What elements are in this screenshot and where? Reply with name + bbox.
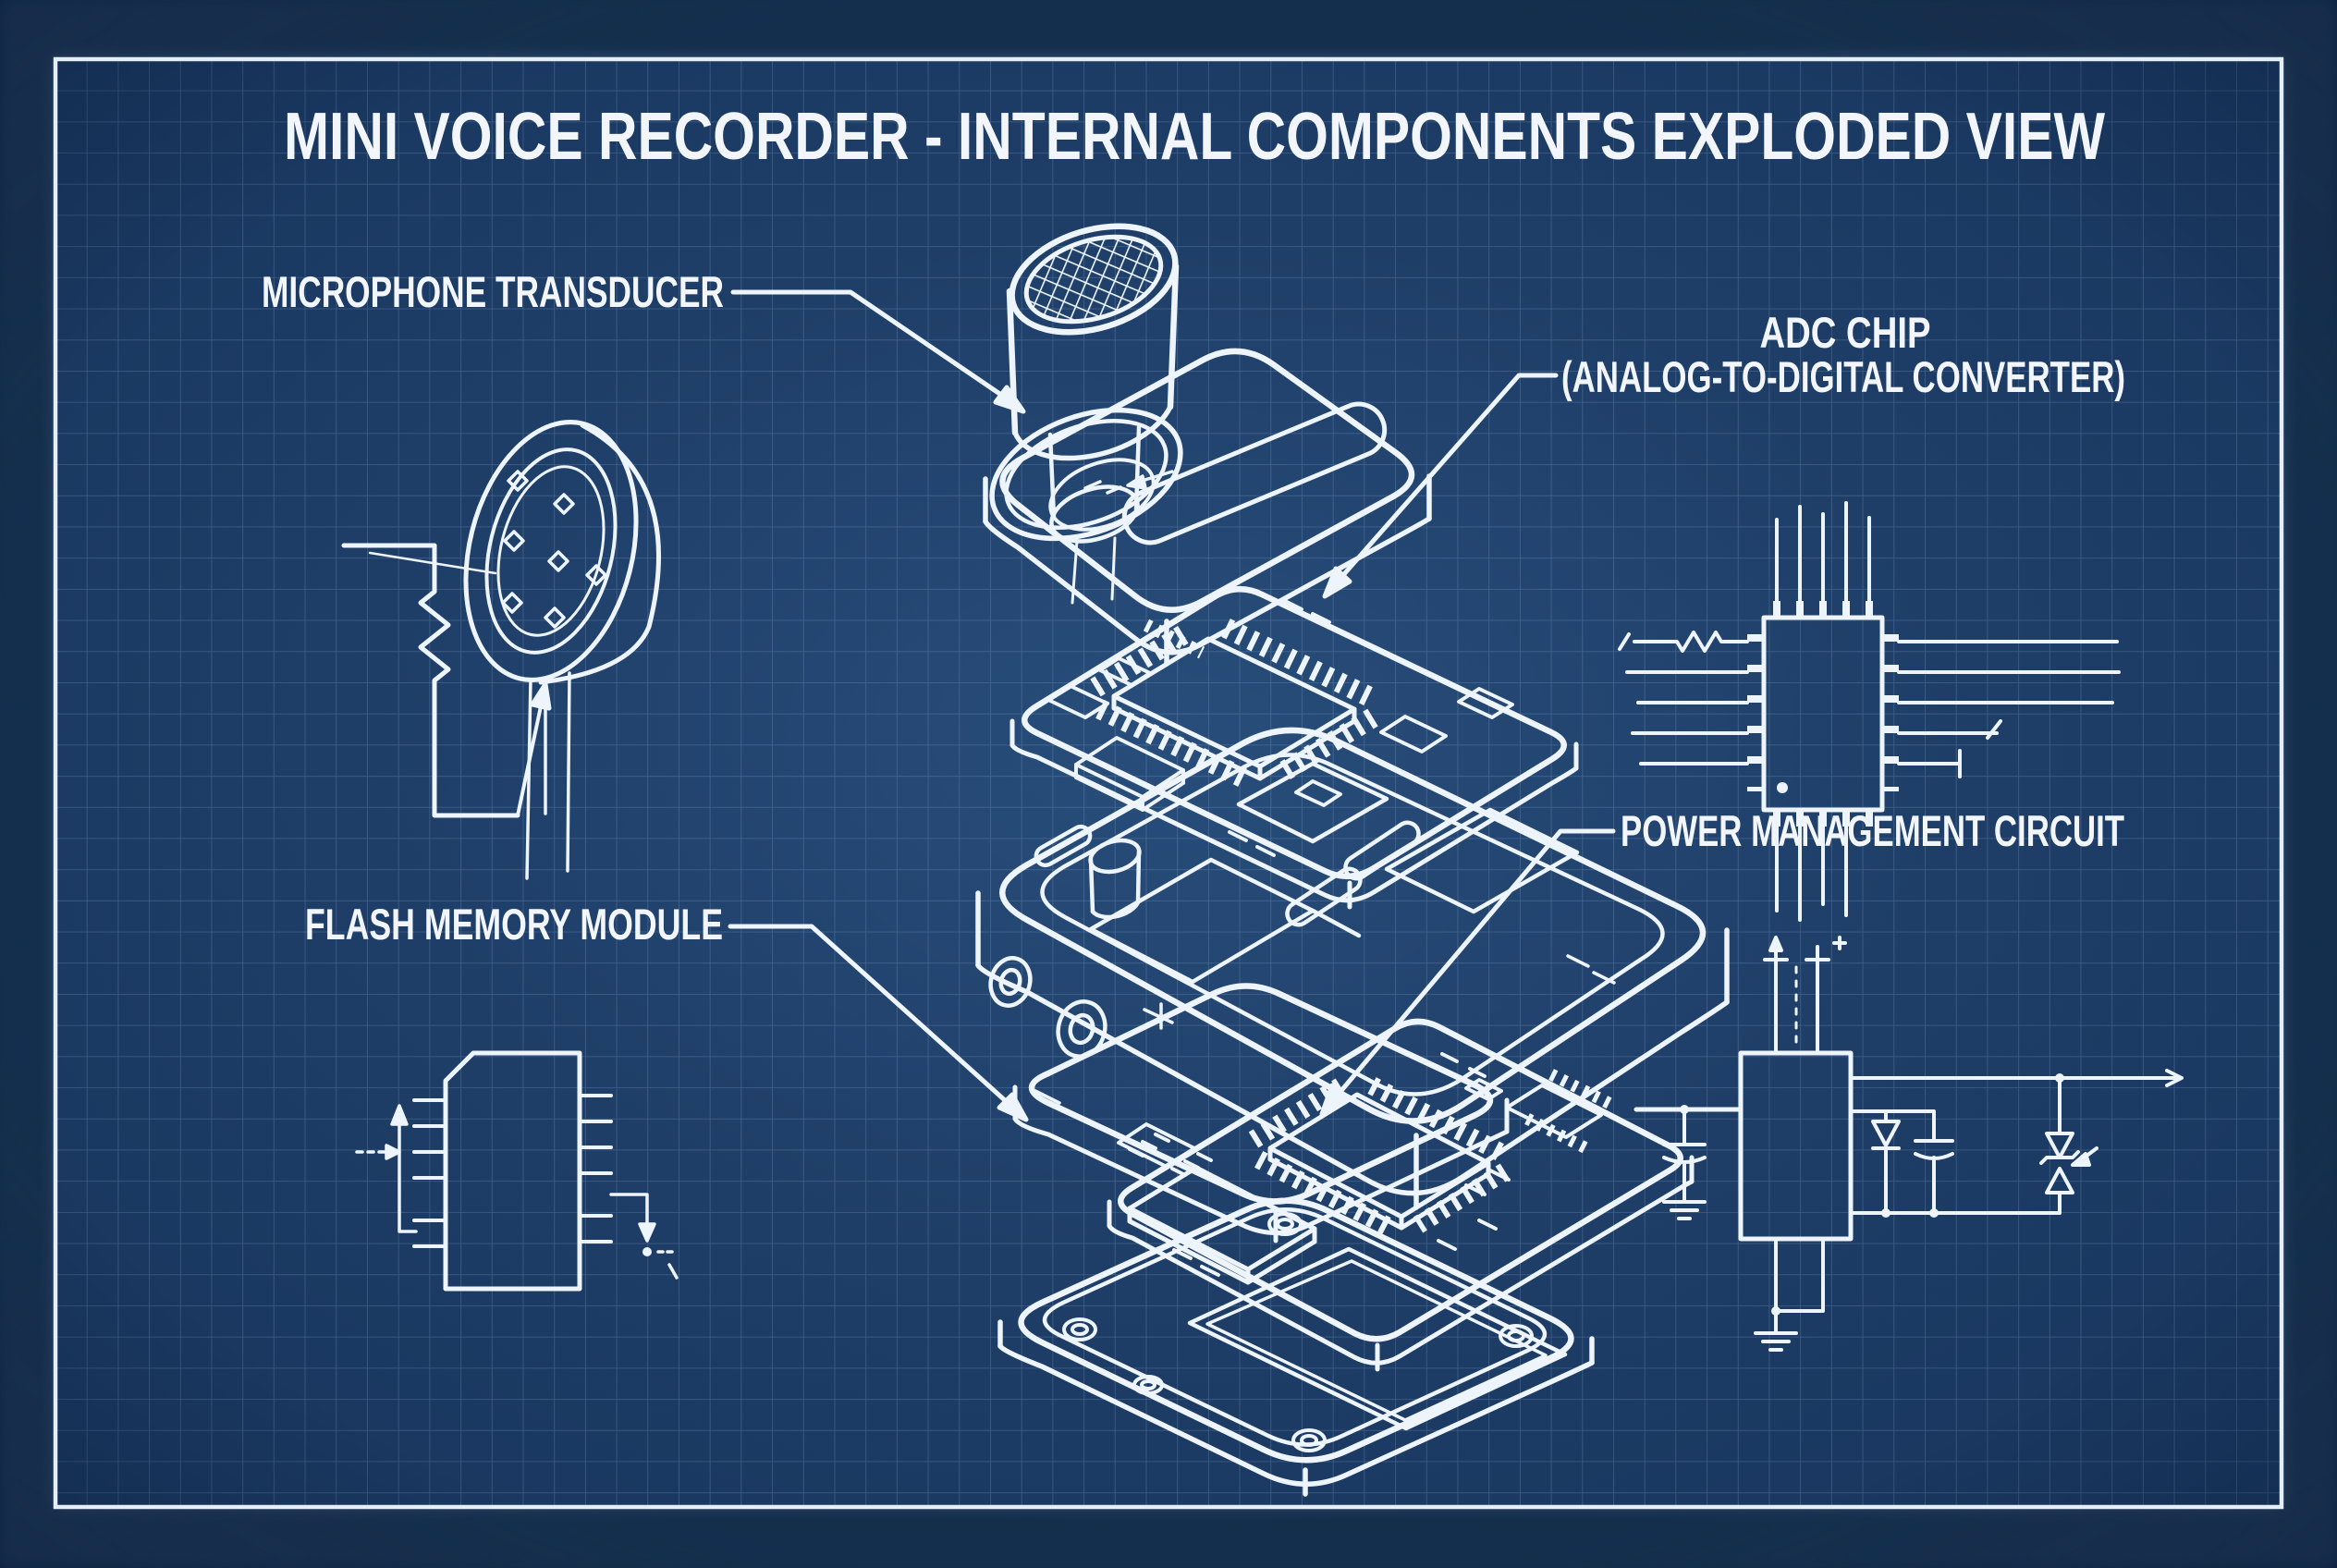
flash-memory-schematic xyxy=(355,1050,679,1292)
bottom-case-screw-holes xyxy=(1062,1212,1534,1452)
housing-detail-marks xyxy=(1143,954,1616,1030)
flash-schematic-marks xyxy=(355,1104,679,1280)
mic-wire-resistor xyxy=(341,543,552,818)
soic-chips xyxy=(1117,1069,1613,1177)
mic-hole-pattern xyxy=(501,470,607,629)
leader-arrow-adc xyxy=(1322,373,1559,599)
lower-pcb-passives xyxy=(1172,1052,1511,1277)
housing-buttons xyxy=(1034,820,1421,927)
pm-ground xyxy=(1754,1237,1825,1352)
exploded-mic-capsule xyxy=(1006,223,1180,605)
housing-post xyxy=(1088,838,1142,920)
microphone-schematic xyxy=(341,420,661,880)
pm-input-cap xyxy=(1662,1108,1707,1220)
bottom-case-pocket xyxy=(1187,1246,1568,1431)
housing-side-ports xyxy=(988,956,1107,1059)
pm-output-network xyxy=(1849,1069,2184,1218)
housing-pockets xyxy=(1088,761,1580,985)
adc-pcb-components xyxy=(1046,599,1514,857)
label-microphone-transducer: MICROPHONE TRANSDUCER xyxy=(262,267,724,316)
exploded-adc-pcb xyxy=(1009,586,1579,910)
label-adc-chip-sub: (ANALOG-TO-DIGITAL CONVERTER) xyxy=(1561,352,2125,401)
label-adc-chip: ADC CHIP xyxy=(1760,308,1931,357)
exploded-mid-housing xyxy=(975,727,1730,1210)
pm-top-pins xyxy=(1763,936,1847,1055)
exploded-bottom-case xyxy=(997,1197,1595,1497)
power-management-schematic xyxy=(1633,936,2184,1352)
page-title: MINI VOICE RECORDER - INTERNAL COMPONENT… xyxy=(284,100,2105,174)
adc-schematic-wires xyxy=(1618,501,2121,922)
adc-chip-schematic xyxy=(1618,501,2121,922)
exploded-lower-pcb xyxy=(1107,1018,1695,1372)
border-frame xyxy=(53,56,2284,1510)
label-flash-memory: FLASH MEMORY MODULE xyxy=(305,900,723,949)
mcu-chip-3d xyxy=(1248,1077,1511,1234)
mic-recess-marks xyxy=(1083,470,1174,495)
